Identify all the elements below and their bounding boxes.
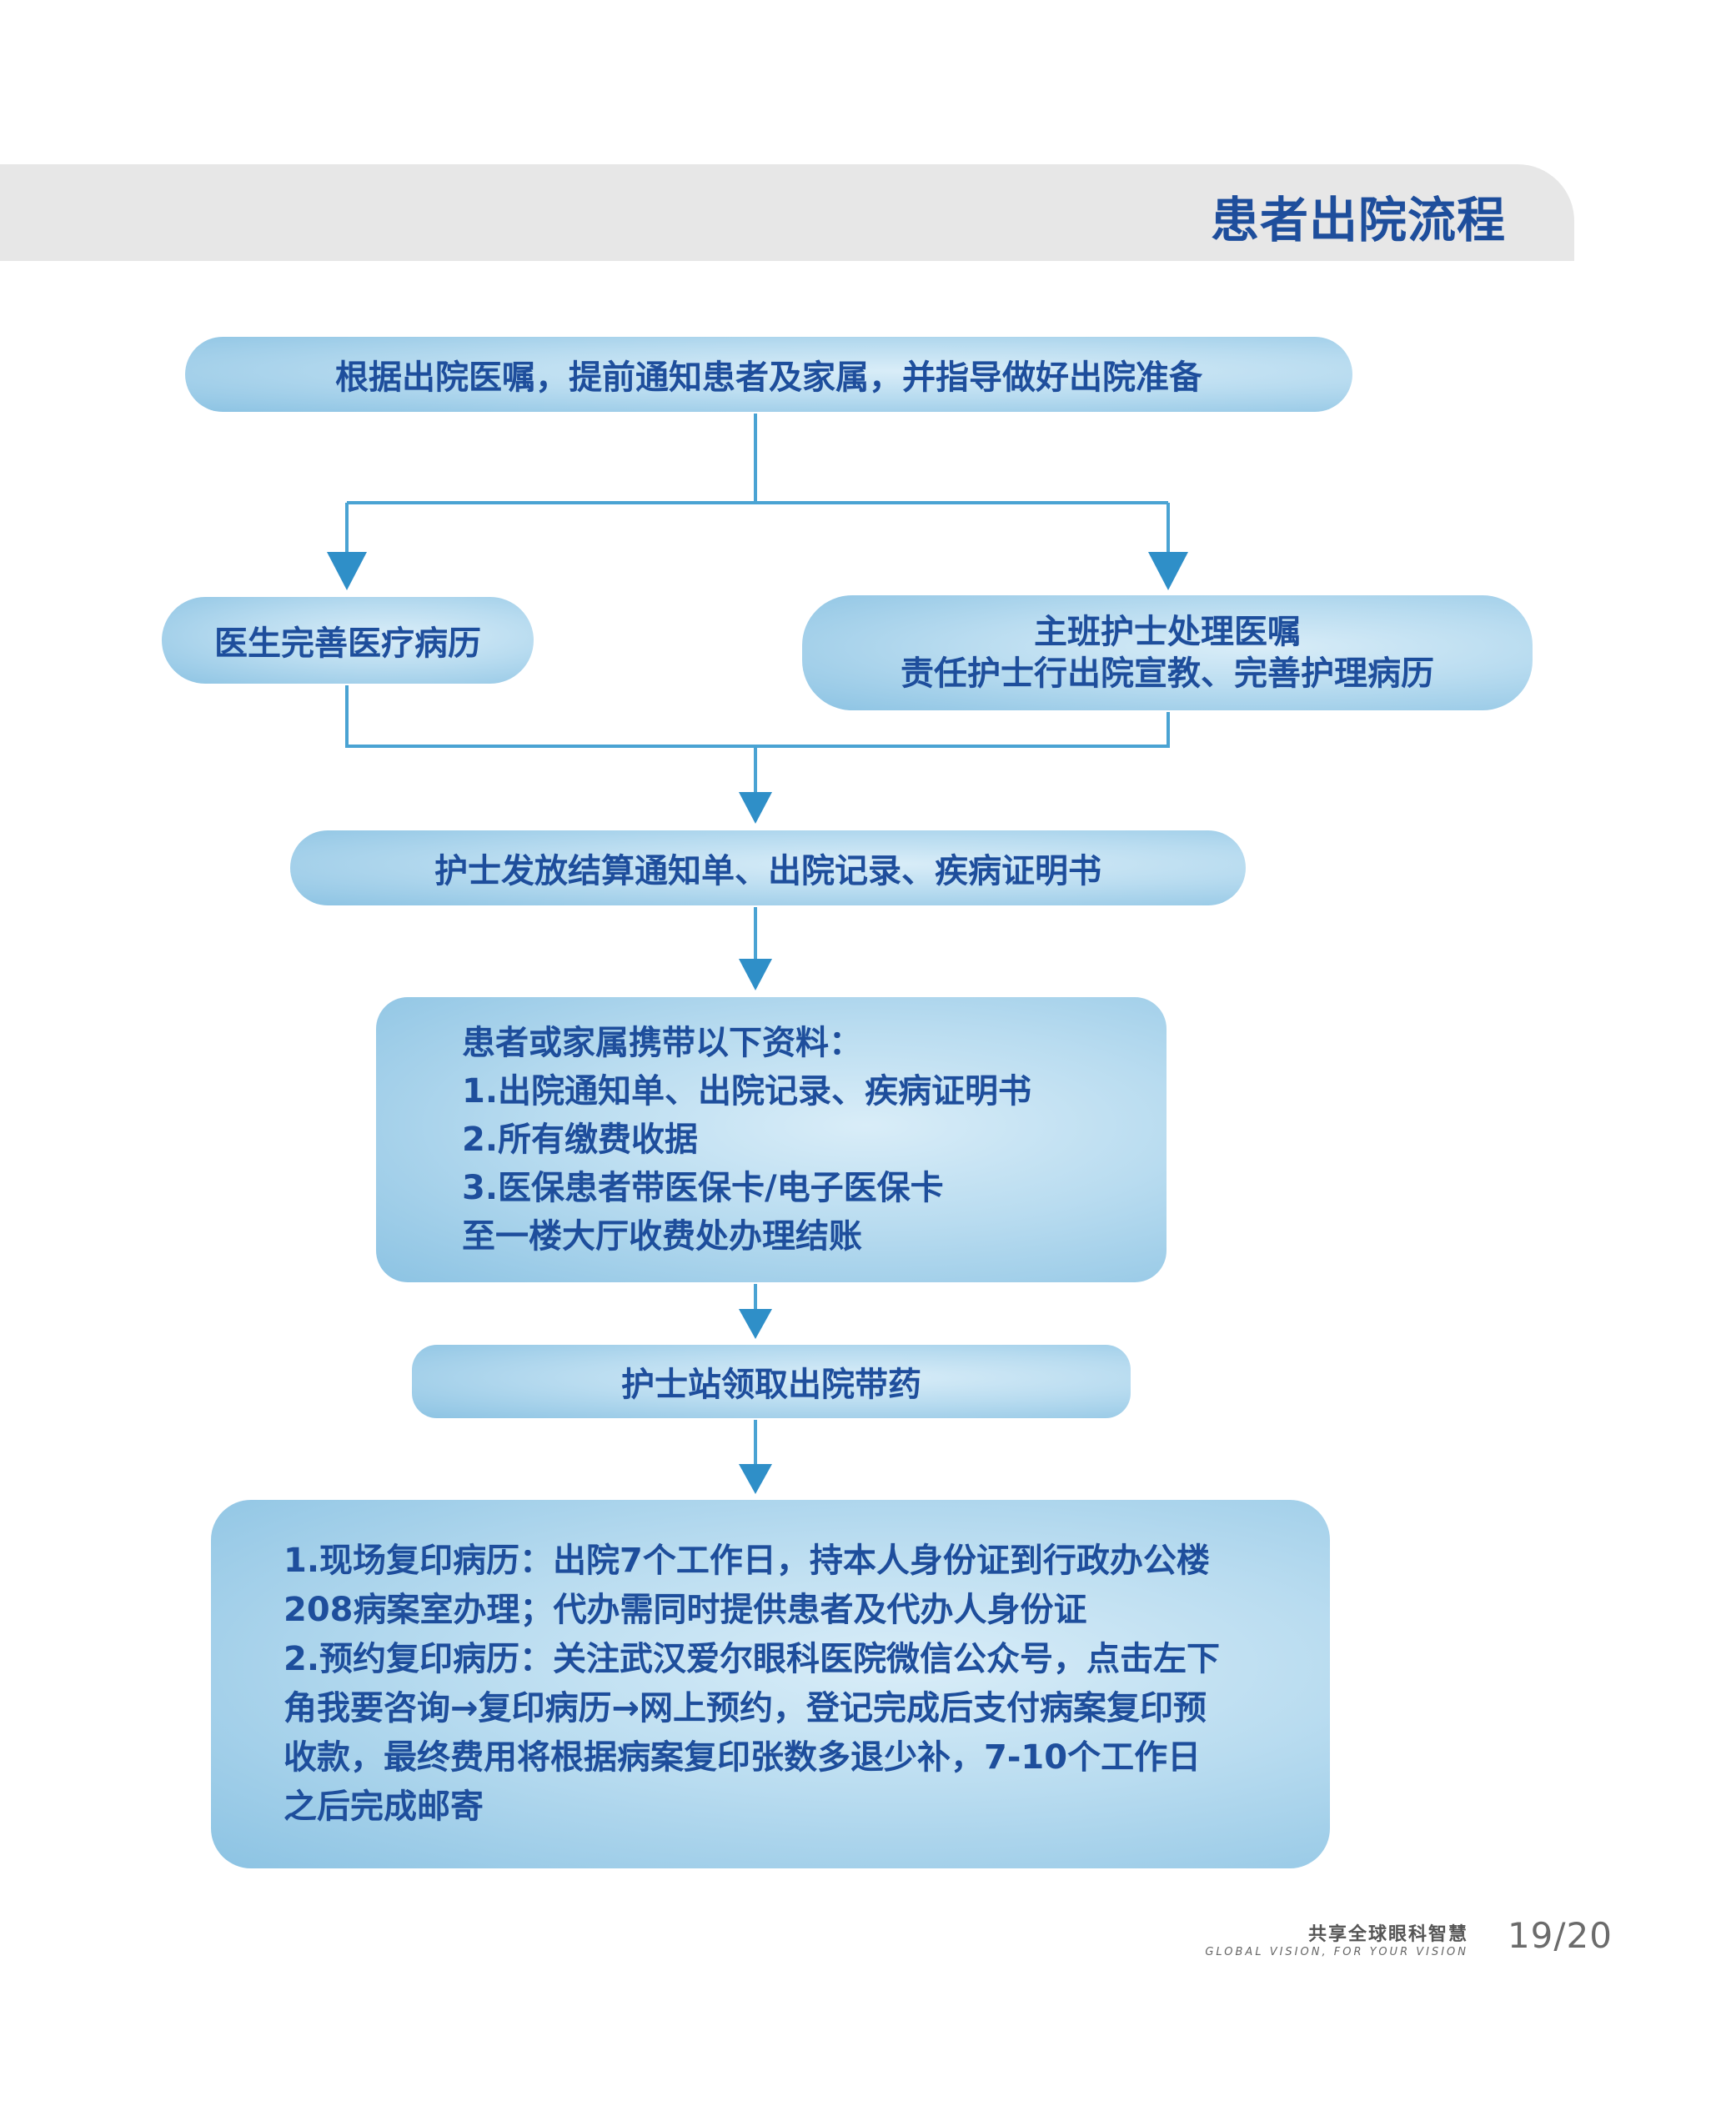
step-settle-bill-line-1: 患者或家属携带以下资料： [462, 1024, 862, 1062]
step-copy-records-line-2: 208病案室办理；代办需同时提供患者及代办人身份证 [283, 1591, 1087, 1629]
header-band: 患者出院流程 [0, 164, 1574, 261]
step-copy-records: 1.现场复印病历：出院7个工作日，持本人身份证到行政办公楼 208病案室办理；代… [211, 1500, 1330, 1868]
step-copy-records-line-5: 收款，最终费用将根据病案复印张数多退少补，7-10个工作日 [283, 1738, 1202, 1777]
arrow-to-right-box [1148, 552, 1188, 590]
footer-slogan-cn: 共享全球眼科智慧 [1307, 1924, 1468, 1945]
step-notify-discharge-text: 根据出院医嘱，提前通知患者及家属，并指导做好出院准备 [335, 359, 1202, 397]
arrow-to-left-box [327, 552, 367, 590]
arrow-to-step3 [739, 792, 772, 824]
step-doctor-records-text: 医生完善医疗病历 [214, 624, 481, 663]
step-collect-medication-text: 护士站领取出院带药 [621, 1366, 921, 1404]
step-copy-records-line-4: 角我要咨询→复印病历→网上预约，登记完成后支付病案复印预 [283, 1689, 1207, 1727]
step-copy-records-line-6: 之后完成邮寄 [283, 1788, 484, 1826]
connector-merge [345, 685, 1170, 792]
step-settle-bill-line-5: 至一楼大厅收费处办理结账 [462, 1217, 862, 1256]
footer-slogan-en: GLOBAL VISION, FOR YOUR VISION [1205, 1946, 1468, 1958]
step-nurse-orders: 主班护士处理医嘱 责任护士行出院宣教、完善护理病历 [802, 595, 1533, 710]
step-settle-bill-line-3: 2.所有缴费收据 [462, 1121, 699, 1159]
step-issue-documents: 护士发放结算通知单、出院记录、疾病证明书 [290, 830, 1246, 905]
step-copy-records-line-1: 1.现场复印病历：出院7个工作日，持本人身份证到行政办公楼 [283, 1542, 1210, 1580]
arrow-to-step6 [739, 1464, 772, 1494]
step-copy-records-line-3: 2.预约复印病历：关注武汉爱尔眼科医院微信公众号，点击左下 [283, 1640, 1221, 1678]
step-settle-bill: 患者或家属携带以下资料： 1.出院通知单、出院记录、疾病证明书 2.所有缴费收据… [376, 997, 1167, 1282]
page-number: 19/20 [1507, 1915, 1613, 1956]
arrow-to-step4 [739, 959, 772, 990]
page-title: 患者出院流程 [1210, 192, 1506, 248]
arrow-to-step5 [739, 1309, 772, 1339]
step-nurse-orders-line-2: 责任护士行出院宣教、完善护理病历 [901, 654, 1434, 693]
step-nurse-orders-line-1: 主班护士处理医嘱 [1034, 613, 1301, 651]
step-notify-discharge: 根据出院医嘱，提前通知患者及家属，并指导做好出院准备 [185, 337, 1352, 412]
connector-split [345, 414, 1170, 557]
step-settle-bill-line-2: 1.出院通知单、出院记录、疾病证明书 [462, 1072, 1032, 1111]
step-collect-medication: 护士站领取出院带药 [412, 1345, 1131, 1418]
step-issue-documents-text: 护士发放结算通知单、出院记录、疾病证明书 [434, 852, 1101, 890]
step-settle-bill-line-4: 3.医保患者带医保卡/电子医保卡 [462, 1169, 944, 1207]
step-doctor-records: 医生完善医疗病历 [162, 597, 534, 684]
